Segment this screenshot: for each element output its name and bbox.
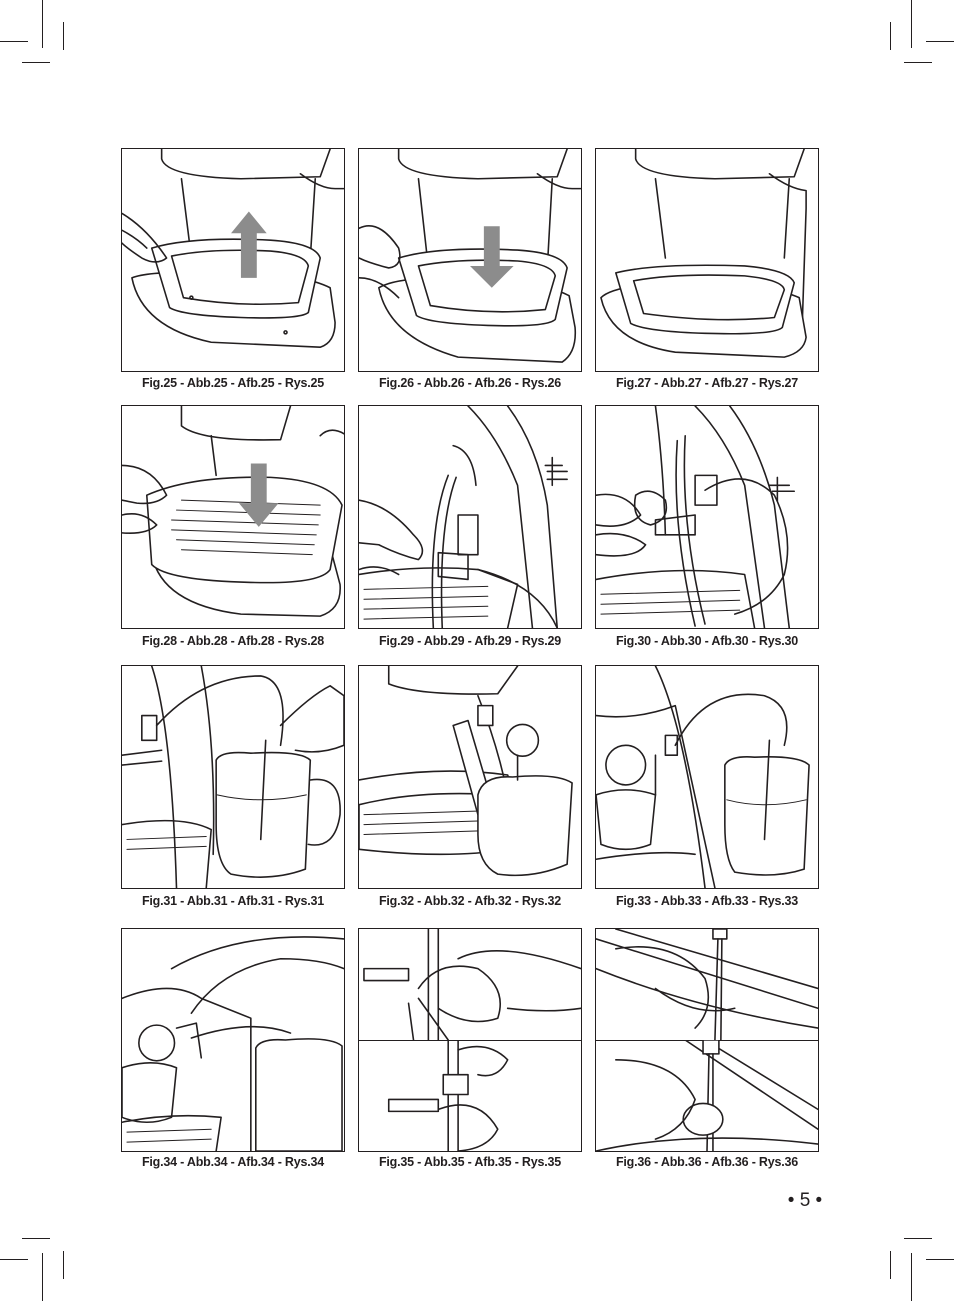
figure-31 xyxy=(121,665,345,889)
crop-mark-tl-v xyxy=(42,0,43,48)
crop-mark-bl-h2 xyxy=(22,1238,50,1239)
figure-25 xyxy=(121,148,345,372)
figure-36-bottom-illustration xyxy=(596,1040,818,1151)
figure-36-top-illustration xyxy=(596,929,818,1040)
crop-mark-bl-v xyxy=(42,1253,43,1301)
figure-35 xyxy=(358,928,582,1152)
crop-mark-bl-v2 xyxy=(63,1251,64,1279)
crop-mark-br-v2 xyxy=(890,1251,891,1279)
figure-34-caption: Fig.34 - Abb.34 - Afb.34 - Rys.34 xyxy=(141,1155,325,1169)
figure-27-illustration xyxy=(600,149,807,358)
crop-mark-bl-h xyxy=(0,1259,28,1260)
figure-30 xyxy=(595,405,819,629)
figure-33 xyxy=(595,665,819,889)
figure-34-illustration xyxy=(122,936,344,1151)
figure-32 xyxy=(358,665,582,889)
figure-27-caption: Fig.27 - Abb.27 - Afb.27 - Rys.27 xyxy=(615,376,799,390)
figure-30-illustration xyxy=(596,406,796,628)
figure-29-illustration xyxy=(359,406,568,628)
crop-mark-tl-h2 xyxy=(22,62,50,63)
crop-mark-tr-v xyxy=(911,0,912,48)
figure-30-caption: Fig.30 - Abb.30 - Afb.30 - Rys.30 xyxy=(615,634,799,648)
page-number: • 5 • xyxy=(787,1190,823,1211)
figure-28-illustration xyxy=(122,406,344,617)
crop-mark-tl-v2 xyxy=(63,22,64,50)
crop-mark-tr-h xyxy=(926,41,954,42)
figure-36 xyxy=(595,928,819,1152)
figure-28-caption: Fig.28 - Abb.28 - Afb.28 - Rys.28 xyxy=(141,634,325,648)
figure-34 xyxy=(121,928,345,1152)
figure-36-caption: Fig.36 - Abb.36 - Afb.36 - Rys.36 xyxy=(615,1155,799,1169)
figure-26-caption: Fig.26 - Abb.26 - Afb.26 - Rys.26 xyxy=(378,376,562,390)
figure-25-caption: Fig.25 - Abb.25 - Afb.25 - Rys.25 xyxy=(141,376,325,390)
crop-mark-tr-h2 xyxy=(904,62,932,63)
figure-28 xyxy=(121,405,345,629)
figure-26-illustration xyxy=(359,149,581,363)
crop-mark-br-v xyxy=(911,1253,912,1301)
figure-35-top-panel xyxy=(359,929,581,1041)
crop-mark-tr-v2 xyxy=(890,22,891,50)
figure-33-caption: Fig.33 - Abb.33 - Afb.33 - Rys.33 xyxy=(615,894,799,908)
crop-mark-br-h2 xyxy=(904,1238,932,1239)
figure-29-caption: Fig.29 - Abb.29 - Afb.29 - Rys.29 xyxy=(378,634,562,648)
figure-36-bottom-panel xyxy=(596,1040,818,1151)
figure-32-illustration xyxy=(359,666,573,877)
figure-27 xyxy=(595,148,819,372)
figure-31-caption: Fig.31 - Abb.31 - Afb.31 - Rys.31 xyxy=(141,894,325,908)
crop-mark-br-h xyxy=(926,1259,954,1260)
figure-35-bottom-illustration xyxy=(387,1040,509,1151)
figure-33-illustration xyxy=(596,666,810,888)
crop-mark-tl-h xyxy=(0,41,28,42)
figure-31-illustration xyxy=(122,666,344,888)
figure-29 xyxy=(358,405,582,629)
figure-36-top-panel xyxy=(596,929,818,1041)
figure-26 xyxy=(358,148,582,372)
figure-25-illustration xyxy=(122,149,344,349)
figure-35-top-illustration xyxy=(363,929,581,1040)
figure-35-bottom-panel xyxy=(359,1040,581,1151)
figure-35-caption: Fig.35 - Abb.35 - Afb.35 - Rys.35 xyxy=(378,1155,562,1169)
figure-32-caption: Fig.32 - Abb.32 - Afb.32 - Rys.32 xyxy=(378,894,562,908)
